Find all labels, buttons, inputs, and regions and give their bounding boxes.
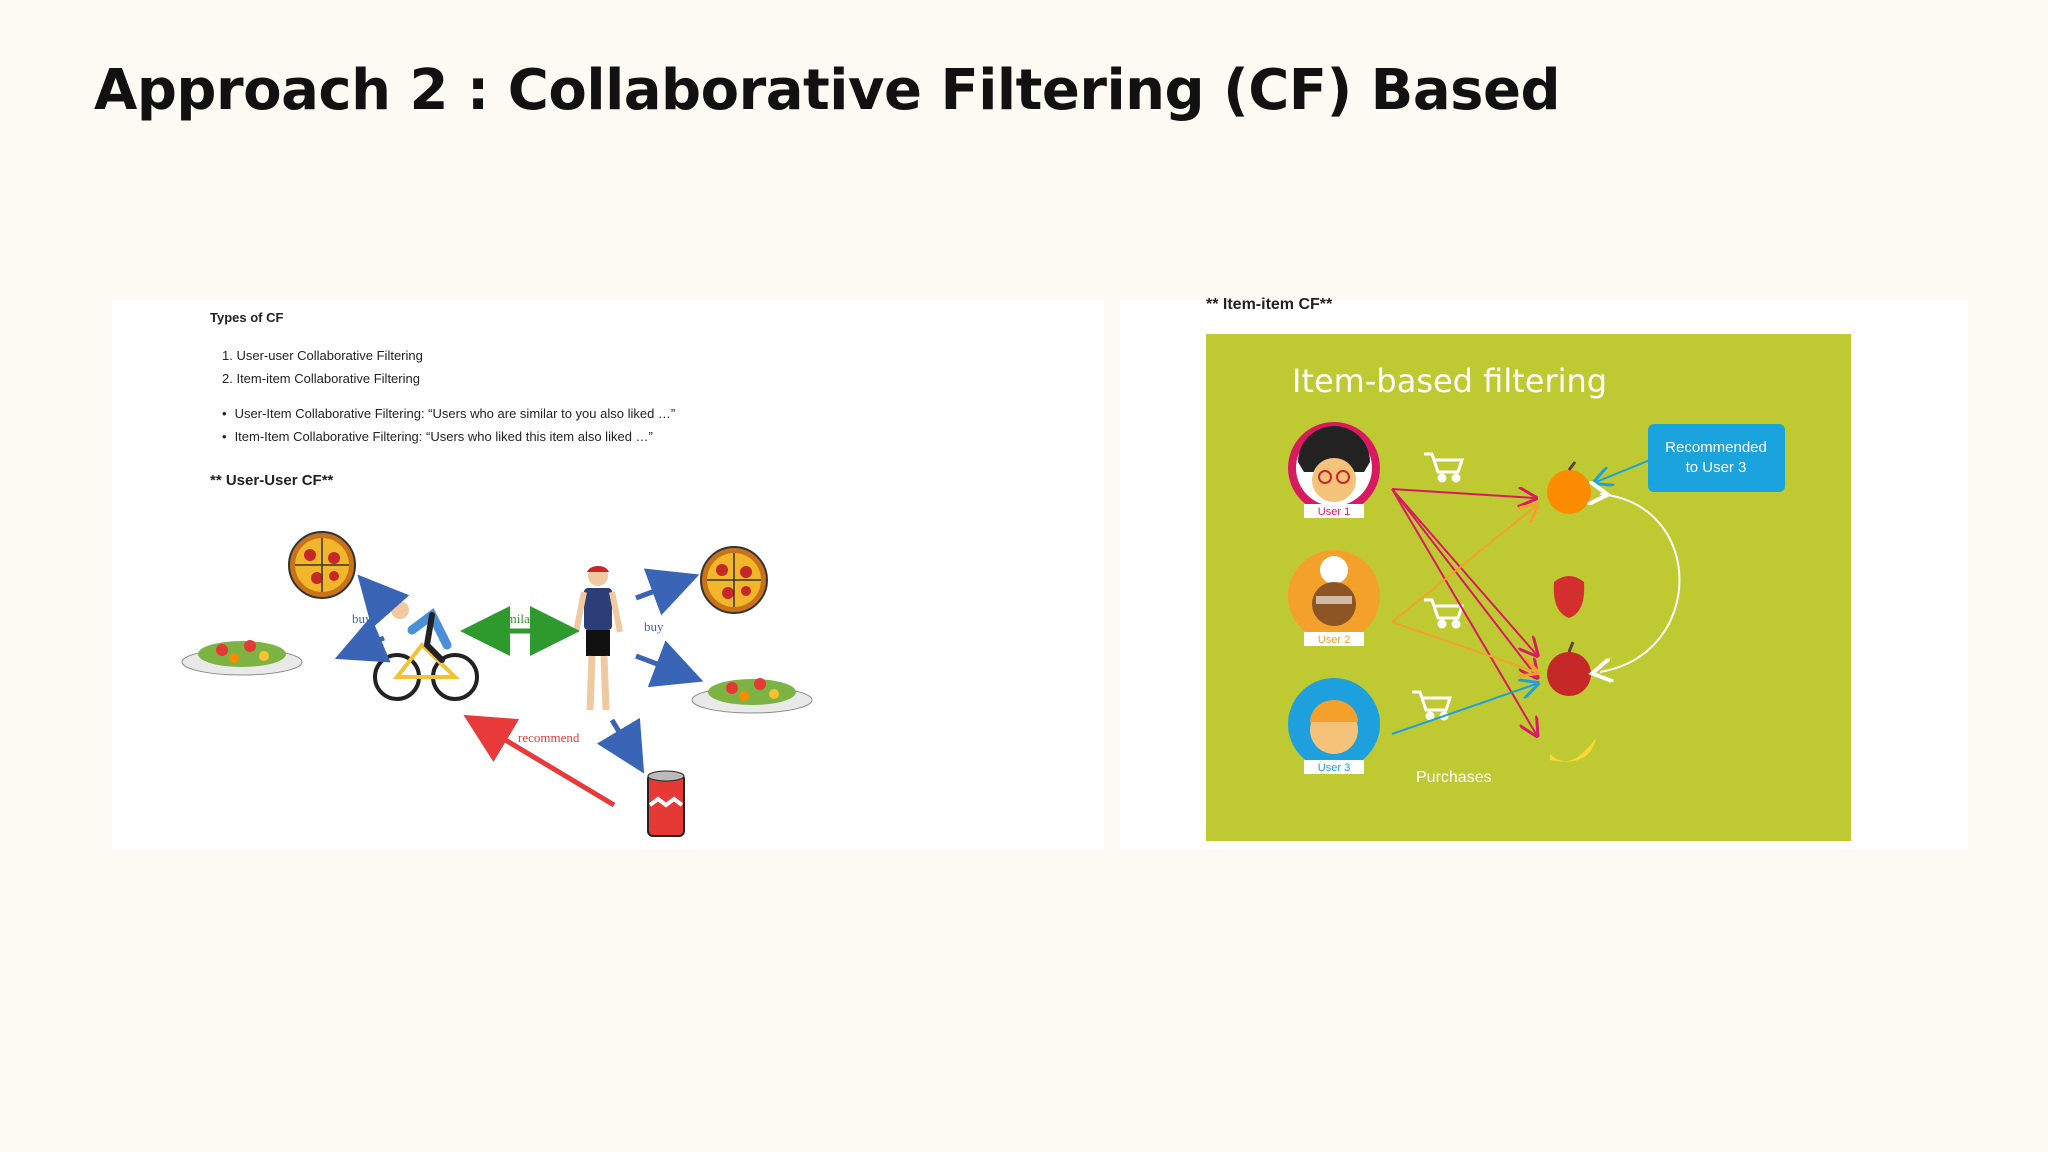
cyclist-standing-icon [573, 565, 623, 711]
buy-arrow [635, 640, 704, 688]
recommended-callout [1648, 424, 1785, 492]
purchases-label: Purchases [1416, 769, 1492, 786]
cyclist-icon [373, 601, 479, 701]
item-item-cf-heading: ** Item-item CF** [1206, 296, 1333, 313]
item-based-diagram: Item-based filtering User 1 Use [1288, 362, 1785, 786]
recommended-line2: to User 3 [1686, 459, 1747, 476]
user-user-diagram: buy similar buy recommend [181, 531, 813, 837]
buy-arrow [357, 574, 410, 629]
apple-icon [1547, 641, 1591, 696]
user-user-cf-heading: ** User-User CF** [210, 472, 334, 489]
user3-avatar: User 3 [1288, 678, 1380, 774]
slide-title: Approach 2 : Collaborative Filtering (CF… [94, 58, 1561, 123]
banana-icon [1550, 738, 1596, 762]
salad-icon [181, 640, 303, 676]
cart-icon [1424, 598, 1465, 629]
cf-types-bullet-list: User-Item Collaborative Filtering: “User… [222, 402, 676, 448]
pizza-icon [700, 546, 768, 614]
list-item: 1. User-user Collaborative Filtering [222, 348, 423, 363]
pizza-icon [288, 531, 356, 599]
item-based-filtering-graphic: Item-based filtering User 1 Use [1206, 334, 1851, 841]
types-of-cf-heading: Types of CF [210, 310, 284, 325]
user1-avatar: User 1 [1288, 422, 1380, 518]
user1-label: User 1 [1318, 506, 1350, 518]
user2-avatar: User 2 [1288, 550, 1380, 646]
buy-arrow [635, 568, 700, 616]
strawberry-icon [1553, 576, 1585, 618]
user3-label: User 3 [1318, 762, 1350, 774]
recommended-line1: Recommended [1665, 439, 1767, 456]
list-item: User-Item Collaborative Filtering: “User… [222, 402, 676, 425]
item-item-cf-panel: ** Item-item CF** Item-based filtering U… [1120, 296, 1968, 850]
user2-label: User 2 [1318, 634, 1350, 646]
cart-icon [1424, 452, 1465, 483]
diagram-title: Item-based filtering [1292, 362, 1607, 400]
similar-label: similar [498, 611, 535, 626]
orange-icon [1547, 461, 1591, 514]
cf-types-numbered-list: 1. User-user Collaborative Filtering 2. … [222, 344, 423, 390]
list-item: 2. Item-item Collaborative Filtering [222, 371, 420, 386]
buy-arrow [334, 616, 391, 663]
buy-label: buy [644, 619, 664, 634]
buy-arrow [596, 717, 645, 774]
list-item: Item-Item Collaborative Filtering: “User… [222, 425, 675, 448]
soda-can-icon [647, 770, 685, 837]
salad-icon [691, 678, 813, 714]
user-user-cf-panel: Types of CF 1. User-user Collaborative F… [112, 300, 1104, 850]
recommend-arrow [463, 714, 616, 808]
recommend-label: recommend [518, 730, 580, 745]
buy-label: buy [352, 611, 372, 626]
